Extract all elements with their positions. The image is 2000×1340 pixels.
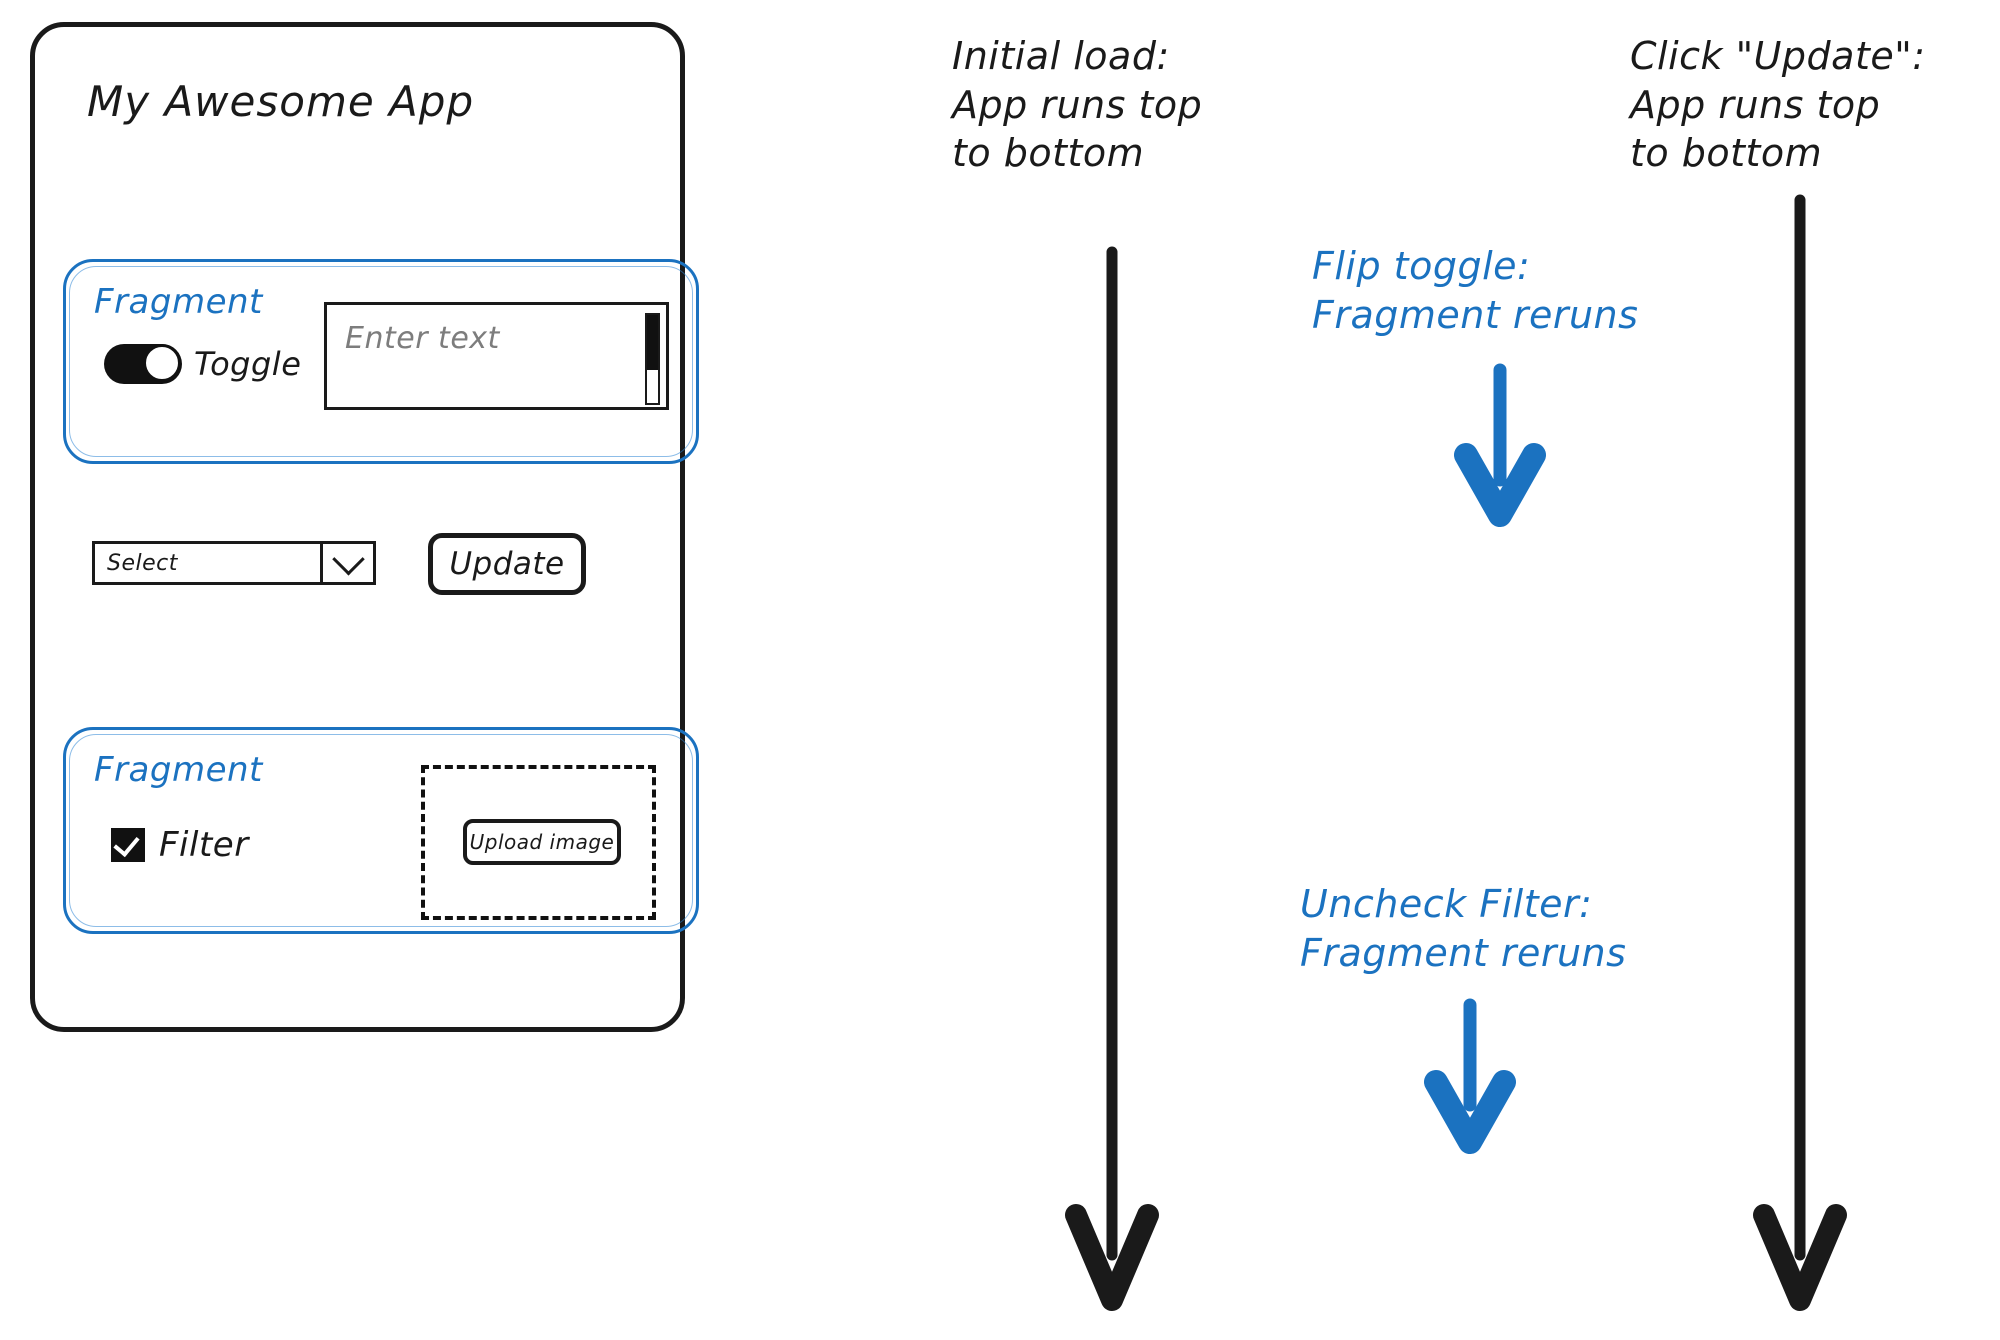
text-input-scroll-thumb[interactable] (647, 315, 658, 370)
text-input-scrollbar[interactable] (645, 313, 660, 405)
annotation-flip-toggle: Flip toggle: Fragment reruns (1312, 244, 1639, 337)
fragment-container-top: Fragment Toggle Enter text (63, 259, 699, 464)
toggle-switch[interactable] (104, 344, 182, 384)
toggle-knob (143, 344, 181, 382)
arrow-uncheck-filter (1424, 998, 1516, 1154)
app-window-frame: My Awesome App Fragment Toggle Enter tex… (30, 22, 699, 1032)
file-dropzone[interactable]: Upload image (421, 765, 656, 920)
arrow-initial-load-flow (1065, 246, 1159, 1311)
fragment-container-bottom: Fragment Filter Upload image (63, 727, 699, 934)
annotation-initial-load: Initial load: App runs top to bottom (952, 34, 1203, 176)
toggle-label: Toggle (194, 345, 302, 383)
annotation-uncheck-filter: Uncheck Filter: Fragment reruns (1300, 882, 1627, 975)
select-dropdown[interactable]: Select (92, 541, 376, 585)
filter-checkbox[interactable] (111, 828, 145, 862)
fragment-label-bottom: Fragment (94, 750, 263, 790)
arrow-flip-toggle (1454, 363, 1546, 527)
upload-image-button[interactable]: Upload image (463, 819, 621, 865)
page-title: My Awesome App (87, 77, 475, 126)
annotation-click-update: Click "Update": App runs top to bottom (1630, 34, 1926, 176)
filter-label: Filter (159, 825, 249, 865)
chevron-down-icon[interactable] (320, 542, 373, 582)
fragment-label-top: Fragment (94, 282, 263, 322)
text-input-placeholder: Enter text (345, 321, 500, 356)
toggle-row: Toggle (104, 344, 301, 384)
select-value: Select (107, 550, 178, 576)
text-input[interactable]: Enter text (324, 302, 669, 410)
arrow-click-update-flow (1753, 194, 1847, 1311)
update-button[interactable]: Update (428, 533, 586, 595)
filter-row: Filter (111, 825, 249, 865)
check-icon (113, 829, 140, 858)
